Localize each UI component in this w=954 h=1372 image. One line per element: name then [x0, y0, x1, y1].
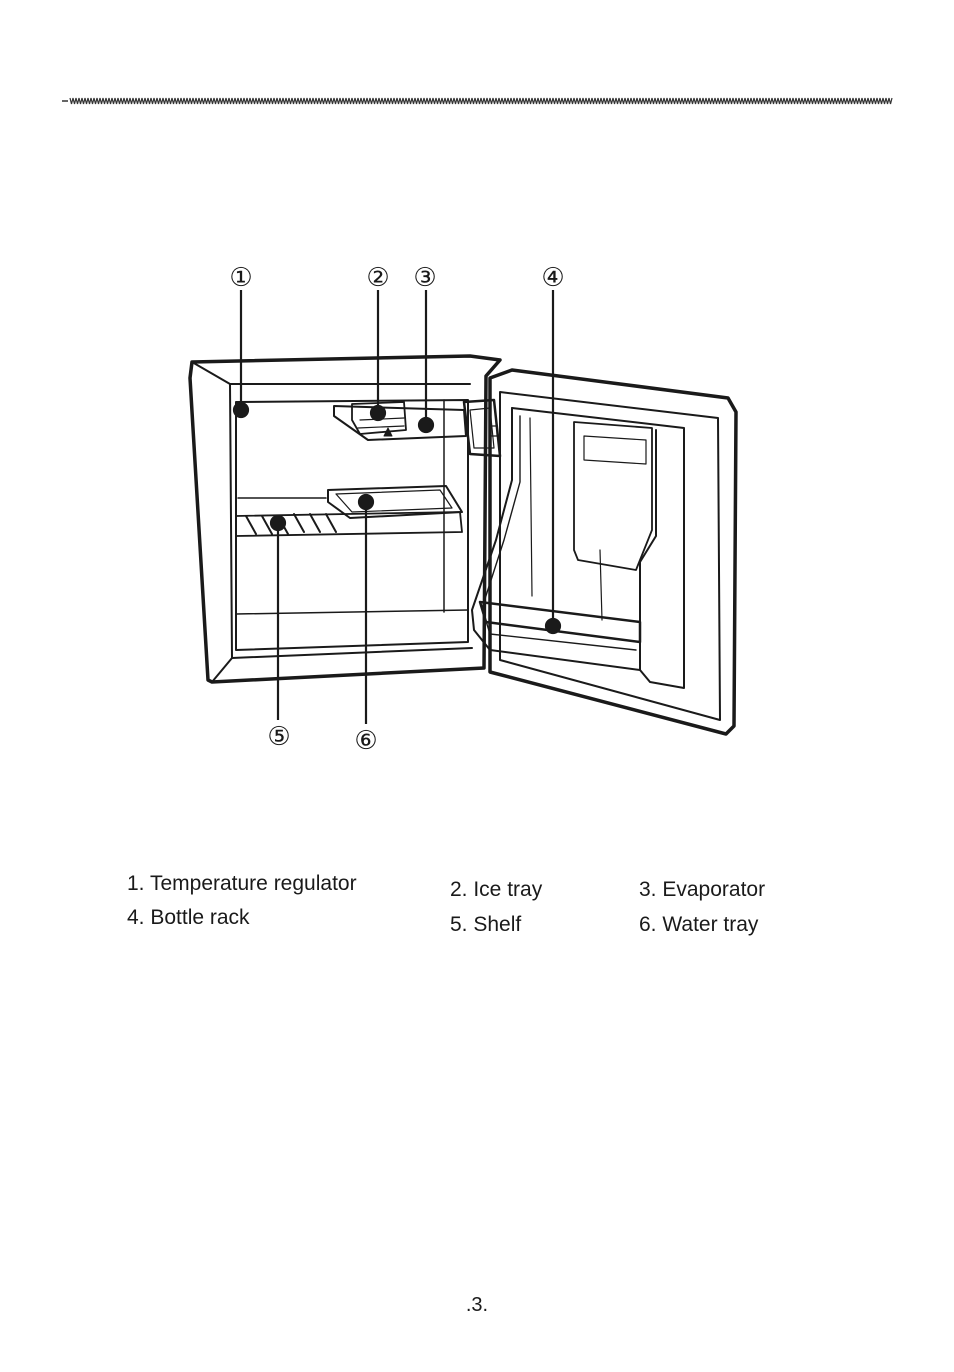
- legend-item-bottle-rack: 4. Bottle rack: [127, 906, 250, 929]
- callout-dot-5: [269, 514, 287, 532]
- header-decorative-rule: [62, 97, 893, 105]
- callout-leaders: [232, 290, 562, 724]
- water-tray: [327, 485, 463, 519]
- refrigerator-diagram: ① ② ③ ④ ⑤ ⑥: [188, 263, 738, 756]
- callout-number-1: ①: [229, 263, 252, 293]
- callout-number-3: ③: [413, 263, 436, 293]
- legend-item-temperature-regulator: 1. Temperature regulator: [127, 872, 357, 895]
- callout-dot-1: [232, 401, 250, 419]
- callout-number-5: ⑤: [267, 722, 290, 752]
- cabinet-body: [188, 354, 502, 684]
- callout-number-2: ②: [366, 263, 389, 293]
- callout-dot-3: [417, 416, 435, 434]
- legend-item-evaporator: 3. Evaporator: [639, 878, 766, 901]
- callout-dot-2: [369, 404, 387, 422]
- open-door: [471, 368, 738, 736]
- legend-item-water-tray: 6. Water tray: [639, 913, 759, 936]
- legend-item-shelf: 5. Shelf: [450, 913, 522, 936]
- callout-number-4: ④: [541, 263, 564, 293]
- legend-item-ice-tray: 2. Ice tray: [450, 878, 543, 901]
- callout-dot-6: [357, 493, 375, 511]
- callout-number-6: ⑥: [354, 726, 377, 756]
- callout-dot-4: [544, 617, 562, 635]
- page-number: .3.: [465, 1294, 489, 1316]
- evaporator-compartment: [333, 398, 502, 458]
